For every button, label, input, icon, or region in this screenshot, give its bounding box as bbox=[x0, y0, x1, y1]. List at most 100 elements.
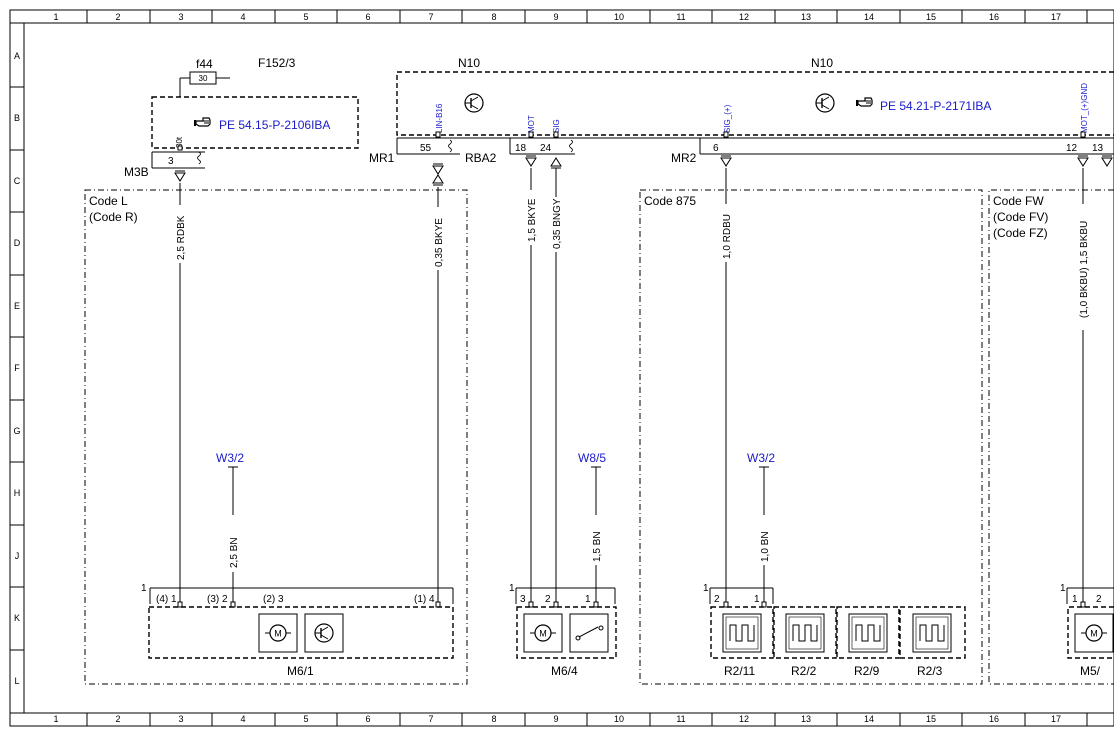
col-2-bottom: 2 bbox=[115, 714, 120, 724]
r211-connector-number: 1 bbox=[703, 583, 709, 594]
wire-label-2-5-bn: 2,5 BN bbox=[229, 537, 240, 568]
col-9: 9 bbox=[553, 12, 558, 22]
row-g: G bbox=[13, 426, 20, 436]
row-b: B bbox=[14, 113, 20, 123]
col-14: 14 bbox=[864, 12, 874, 22]
code-fv-label: (Code FV) bbox=[993, 210, 1048, 224]
fuse-f44[interactable]: f44 30 F152/3 bbox=[179, 56, 296, 97]
col-1: 1 bbox=[53, 12, 58, 22]
signal-sig: SIG bbox=[552, 119, 561, 133]
wire-label-1-0-rdbu: 1,0 RDBU bbox=[722, 214, 733, 259]
component-r2-group[interactable]: 1 2 1 R2/11 R2/2 R2/9 R2/3 bbox=[703, 583, 966, 678]
connector-m3b: M3B bbox=[124, 165, 149, 179]
wire-4: 0,35 BNGY bbox=[552, 168, 563, 602]
ground-ref-w3-2-a: W3/2 2,5 BN bbox=[216, 451, 244, 602]
heater-icon-r2-11 bbox=[722, 613, 762, 653]
col-3: 3 bbox=[178, 12, 183, 22]
signal-mot-gnd: MOT_(+)GND bbox=[1080, 83, 1089, 133]
pe-link-right[interactable]: PE 54.21-P-2171IBA bbox=[880, 99, 991, 113]
code-875-label: Code 875 bbox=[644, 194, 696, 208]
code-region-875: Code 875 bbox=[639, 189, 983, 685]
col-11-bottom: 11 bbox=[676, 714, 685, 724]
col-3-bottom: 3 bbox=[178, 714, 183, 724]
col-16-bottom: 16 bbox=[989, 714, 999, 724]
m61-pin-3: (3) 2 bbox=[207, 594, 228, 605]
m5-pin-1: 1 bbox=[1072, 594, 1078, 605]
pe-link-left[interactable]: PE 54.15-P-2106IBA bbox=[219, 118, 330, 132]
col-6: 6 bbox=[365, 12, 370, 22]
col-10: 10 bbox=[614, 12, 624, 22]
connector-mr2: MR2 bbox=[671, 151, 697, 165]
col-7-bottom: 7 bbox=[428, 714, 433, 724]
col-15: 15 bbox=[926, 12, 936, 22]
ground-ref-w8-5: W8/5 1,5 BN bbox=[578, 451, 606, 602]
signal-30t: 30t bbox=[175, 136, 184, 148]
code-region-left: Code L (Code R) bbox=[84, 189, 468, 685]
row-l: L bbox=[14, 676, 19, 686]
switch-icon bbox=[575, 625, 604, 641]
row-f: F bbox=[14, 363, 20, 373]
column-ruler-bottom: 1 2 3 4 5 6 7 8 9 10 11 12 13 14 15 16 1… bbox=[53, 713, 1088, 726]
wire-label-2-5-rdbk: 2,5 RDBK bbox=[176, 215, 187, 260]
pin-24-label: 24 bbox=[540, 143, 552, 154]
col-11: 11 bbox=[676, 12, 685, 22]
col-13-bottom: 13 bbox=[801, 714, 811, 724]
col-10-bottom: 10 bbox=[614, 714, 624, 724]
wire-5: 1,0 RDBU bbox=[722, 168, 733, 602]
connector-mr1: MR1 bbox=[369, 151, 395, 165]
component-m6-4[interactable]: 1 3 2 1 M6/4 bbox=[509, 583, 617, 678]
pin-18-label: 18 bbox=[515, 143, 527, 154]
row-k: K bbox=[14, 613, 20, 623]
col-4-bottom: 4 bbox=[240, 714, 245, 724]
ref-w3-2-a[interactable]: W3/2 bbox=[216, 451, 244, 465]
wire-6: (1,0 BKBU) 1,5 BKBU bbox=[1079, 168, 1090, 602]
hand-pointer-icon-right bbox=[855, 97, 873, 107]
pin-55-label: 55 bbox=[420, 143, 432, 154]
r211-pin-2: 2 bbox=[714, 594, 720, 605]
m61-pin-1: (1) 4 bbox=[414, 594, 435, 605]
m5-label: M5/ bbox=[1080, 664, 1101, 678]
wire-1: 2,5 RDBK bbox=[176, 183, 187, 602]
col-17: 17 bbox=[1051, 12, 1061, 22]
row-a: A bbox=[14, 51, 20, 61]
hand-pointer-icon bbox=[193, 117, 211, 127]
code-l-label: Code L bbox=[89, 194, 128, 208]
pin-6-label: 6 bbox=[713, 143, 719, 154]
wire-label-0-35-bngy: 0,35 BNGY bbox=[552, 198, 563, 249]
row-e: E bbox=[14, 301, 20, 311]
heater-icon-r2-3 bbox=[912, 613, 952, 653]
fuse-name: f44 bbox=[196, 57, 213, 71]
m61-connector-number: 1 bbox=[141, 583, 147, 594]
m61-pin-2: (2) 3 bbox=[263, 594, 284, 605]
wire-label-0-35-bkye: 0,35 BKYE bbox=[434, 218, 445, 267]
row-j: J bbox=[15, 551, 20, 561]
m64-pin-3: 3 bbox=[520, 594, 526, 605]
col-8-bottom: 8 bbox=[491, 714, 496, 724]
m5-connector-number: 1 bbox=[1060, 583, 1066, 594]
signal-mot: MOT bbox=[527, 115, 536, 133]
m61-pin-4: (4) 1 bbox=[156, 594, 177, 605]
col-16: 16 bbox=[989, 12, 999, 22]
col-6-bottom: 6 bbox=[365, 714, 370, 724]
wire-label-1-0-bn: 1,0 BN bbox=[760, 531, 771, 562]
col-4: 4 bbox=[240, 12, 245, 22]
col-5-bottom: 5 bbox=[303, 714, 308, 724]
wire-label-1-5-bkye: 1,5 BKYE bbox=[527, 198, 538, 242]
heater-icon-r2-2 bbox=[785, 613, 825, 653]
code-r-label: (Code R) bbox=[89, 210, 138, 224]
signal-sig-plus: SIG_(+) bbox=[723, 104, 732, 133]
component-m6-1[interactable]: 1 (4) 1 (3) 2 (2) 3 (1) 4 M6/1 bbox=[141, 583, 454, 678]
m64-connector-number: 1 bbox=[509, 583, 515, 594]
component-m5[interactable]: 1 1 2 M5/ bbox=[1060, 583, 1114, 678]
ref-w3-2-b[interactable]: W3/2 bbox=[747, 451, 775, 465]
pin-3-label: 3 bbox=[168, 156, 174, 167]
ref-w8-5[interactable]: W8/5 bbox=[578, 451, 606, 465]
col-15-bottom: 15 bbox=[926, 714, 936, 724]
n10-label-left: N10 bbox=[458, 56, 480, 70]
n10-label-right: N10 bbox=[811, 56, 833, 70]
m5-pin-2: 2 bbox=[1096, 594, 1102, 605]
col-12: 12 bbox=[739, 12, 749, 22]
heater-icon-r2-9 bbox=[848, 613, 888, 653]
wire-2: 0,35 BKYE bbox=[434, 187, 445, 602]
